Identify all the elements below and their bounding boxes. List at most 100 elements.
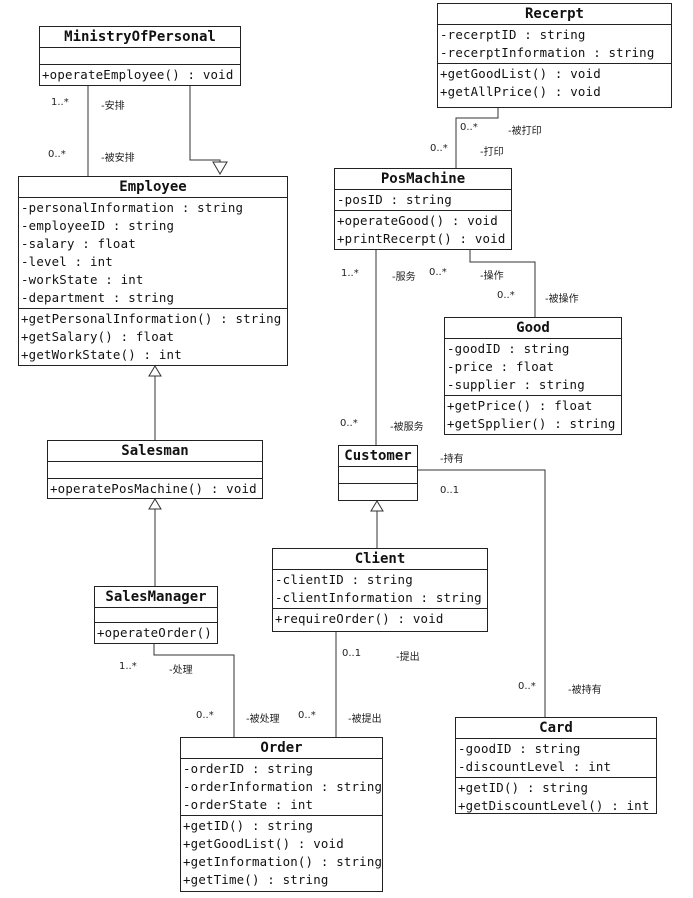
class-name: SalesManager bbox=[95, 587, 217, 608]
operation-section: +getID() : string +getDiscountLevel() : … bbox=[456, 778, 656, 816]
multiplicity-label: 0..* bbox=[497, 290, 515, 301]
attribute-section: -orderID : string -orderInformation : st… bbox=[181, 759, 382, 816]
role-label: -被操作 bbox=[545, 294, 579, 305]
class-posmachine[interactable]: PosMachine -posID : string +operateGood(… bbox=[334, 168, 512, 250]
class-name: Salesman bbox=[48, 441, 262, 462]
attribute: -posID : string bbox=[337, 192, 452, 207]
attribute: -personalInformation : string bbox=[21, 200, 244, 215]
operation: +getSalary() : float bbox=[21, 329, 175, 344]
attribute: -employeeID : string bbox=[21, 218, 175, 233]
multiplicity-label: 0..* bbox=[298, 710, 316, 721]
operation: +getSpplier() : string bbox=[447, 416, 616, 431]
assoc-customer-card bbox=[418, 469, 546, 717]
class-recerpt[interactable]: Recerpt -recerptID : string -recerptInfo… bbox=[437, 3, 672, 108]
operation-section: +getPrice() : float +getSpplier() : stri… bbox=[445, 396, 621, 434]
class-name: PosMachine bbox=[335, 169, 511, 190]
role-label: -被打印 bbox=[508, 126, 542, 137]
operation: +printRecerpt() : void bbox=[337, 231, 506, 246]
class-client[interactable]: Client -clientID : string -clientInforma… bbox=[272, 548, 488, 632]
attribute: -orderState : int bbox=[183, 797, 314, 812]
role-label: -被持有 bbox=[568, 685, 602, 696]
class-customer[interactable]: Customer bbox=[338, 445, 418, 501]
class-order[interactable]: Order -orderID : string -orderInformatio… bbox=[180, 737, 383, 892]
arrowhead-gen-salesman bbox=[148, 498, 162, 510]
operation-section: +operatePosMachine() : void bbox=[48, 479, 262, 499]
attribute-section: -goodID : string -price : float -supplie… bbox=[445, 339, 621, 396]
attribute: -recerptInformation : string bbox=[440, 45, 655, 60]
attribute: -orderID : string bbox=[183, 761, 314, 776]
class-name: Recerpt bbox=[438, 4, 671, 25]
class-name: Order bbox=[181, 738, 382, 759]
operation: +requireOrder() : void bbox=[275, 611, 444, 626]
attribute-section: -clientID : string -clientInformation : … bbox=[273, 570, 487, 609]
attribute-section bbox=[339, 467, 417, 484]
class-ministry-of-personal[interactable]: MinistryOfPersonal +operateEmployee() : … bbox=[39, 26, 241, 86]
attribute-section: -recerptID : string -recerptInformation … bbox=[438, 25, 671, 64]
attribute: -salary : float bbox=[21, 236, 136, 251]
multiplicity-label: 0..1 bbox=[440, 485, 460, 496]
class-name: Card bbox=[456, 718, 656, 739]
attribute-section bbox=[95, 608, 217, 623]
operation: +getGoodList() : void bbox=[183, 836, 344, 851]
operation-section: +getPersonalInformation() : string +getS… bbox=[19, 309, 287, 365]
operation: +operateEmployee() : void bbox=[42, 67, 234, 82]
class-name: Client bbox=[273, 549, 487, 570]
operation: +operatePosMachine() : void bbox=[50, 481, 257, 496]
multiplicity-label: 0..* bbox=[460, 122, 478, 133]
operation: +getGoodList() : void bbox=[440, 66, 601, 81]
arrowhead-ministry bbox=[212, 161, 228, 175]
class-salesmanager[interactable]: SalesManager +operateOrder() bbox=[94, 586, 218, 644]
role-label: -被提出 bbox=[348, 714, 382, 725]
class-name: Good bbox=[445, 318, 621, 339]
class-name: Customer bbox=[339, 446, 417, 467]
attribute: -price : float bbox=[447, 359, 555, 374]
attribute: -department : string bbox=[21, 290, 175, 305]
operation-section: +operateGood() : void +printRecerpt() : … bbox=[335, 211, 511, 249]
attribute: -discountLevel : int bbox=[458, 759, 612, 774]
attribute: -supplier : string bbox=[447, 377, 585, 392]
operation: +getPrice() : float bbox=[447, 398, 593, 413]
operation: +getDiscountLevel() : int bbox=[458, 798, 650, 813]
multiplicity-label: 0..* bbox=[196, 710, 214, 721]
class-good[interactable]: Good -goodID : string -price : float -su… bbox=[444, 317, 622, 435]
class-employee[interactable]: Employee -personalInformation : string -… bbox=[18, 176, 288, 366]
attribute-section bbox=[48, 462, 262, 479]
operation-section bbox=[339, 484, 417, 500]
role-label: -服务 bbox=[392, 272, 416, 283]
attribute-section: -posID : string bbox=[335, 190, 511, 211]
attribute: -clientInformation : string bbox=[275, 590, 482, 605]
role-label: -打印 bbox=[480, 147, 504, 158]
operation: +getPersonalInformation() : string bbox=[21, 311, 282, 326]
class-salesman[interactable]: Salesman +operatePosMachine() : void bbox=[47, 440, 263, 499]
multiplicity-label: 0..* bbox=[518, 681, 536, 692]
multiplicity-label: 0..* bbox=[429, 267, 447, 278]
role-label: -被服务 bbox=[390, 422, 424, 433]
assoc-salesmanager-order bbox=[153, 644, 235, 737]
role-label: -持有 bbox=[440, 454, 464, 465]
class-card[interactable]: Card -goodID : string -discountLevel : i… bbox=[455, 717, 657, 814]
operation-section: +operateEmployee() : void bbox=[40, 65, 240, 85]
attribute-section: -personalInformation : string -employeeI… bbox=[19, 198, 287, 309]
operation: +getTime() : string bbox=[183, 872, 329, 887]
attribute: -level : int bbox=[21, 254, 113, 269]
role-label: -被处理 bbox=[246, 714, 280, 725]
operation: +getAllPrice() : void bbox=[440, 84, 601, 99]
multiplicity-label: 0..* bbox=[340, 418, 358, 429]
role-label: -操作 bbox=[480, 271, 504, 282]
role-label: -安排 bbox=[101, 101, 125, 112]
operation-section: +operateOrder() bbox=[95, 623, 217, 643]
arrowhead-gen-customer bbox=[370, 500, 384, 512]
attribute: -goodID : string bbox=[458, 741, 581, 756]
attribute: -recerptID : string bbox=[440, 27, 586, 42]
multiplicity-label: 0..* bbox=[430, 143, 448, 154]
operation: +getInformation() : string bbox=[183, 854, 383, 869]
arrowhead-gen-employee bbox=[148, 365, 162, 377]
role-label: -提出 bbox=[396, 652, 420, 663]
operation: +operateOrder() bbox=[97, 625, 212, 640]
operation: +getID() : string bbox=[458, 780, 589, 795]
multiplicity-label: 1..* bbox=[51, 97, 69, 108]
operation-section: +getID() : string +getGoodList() : void … bbox=[181, 816, 382, 890]
assoc-recerpt-posmachine bbox=[455, 108, 499, 168]
